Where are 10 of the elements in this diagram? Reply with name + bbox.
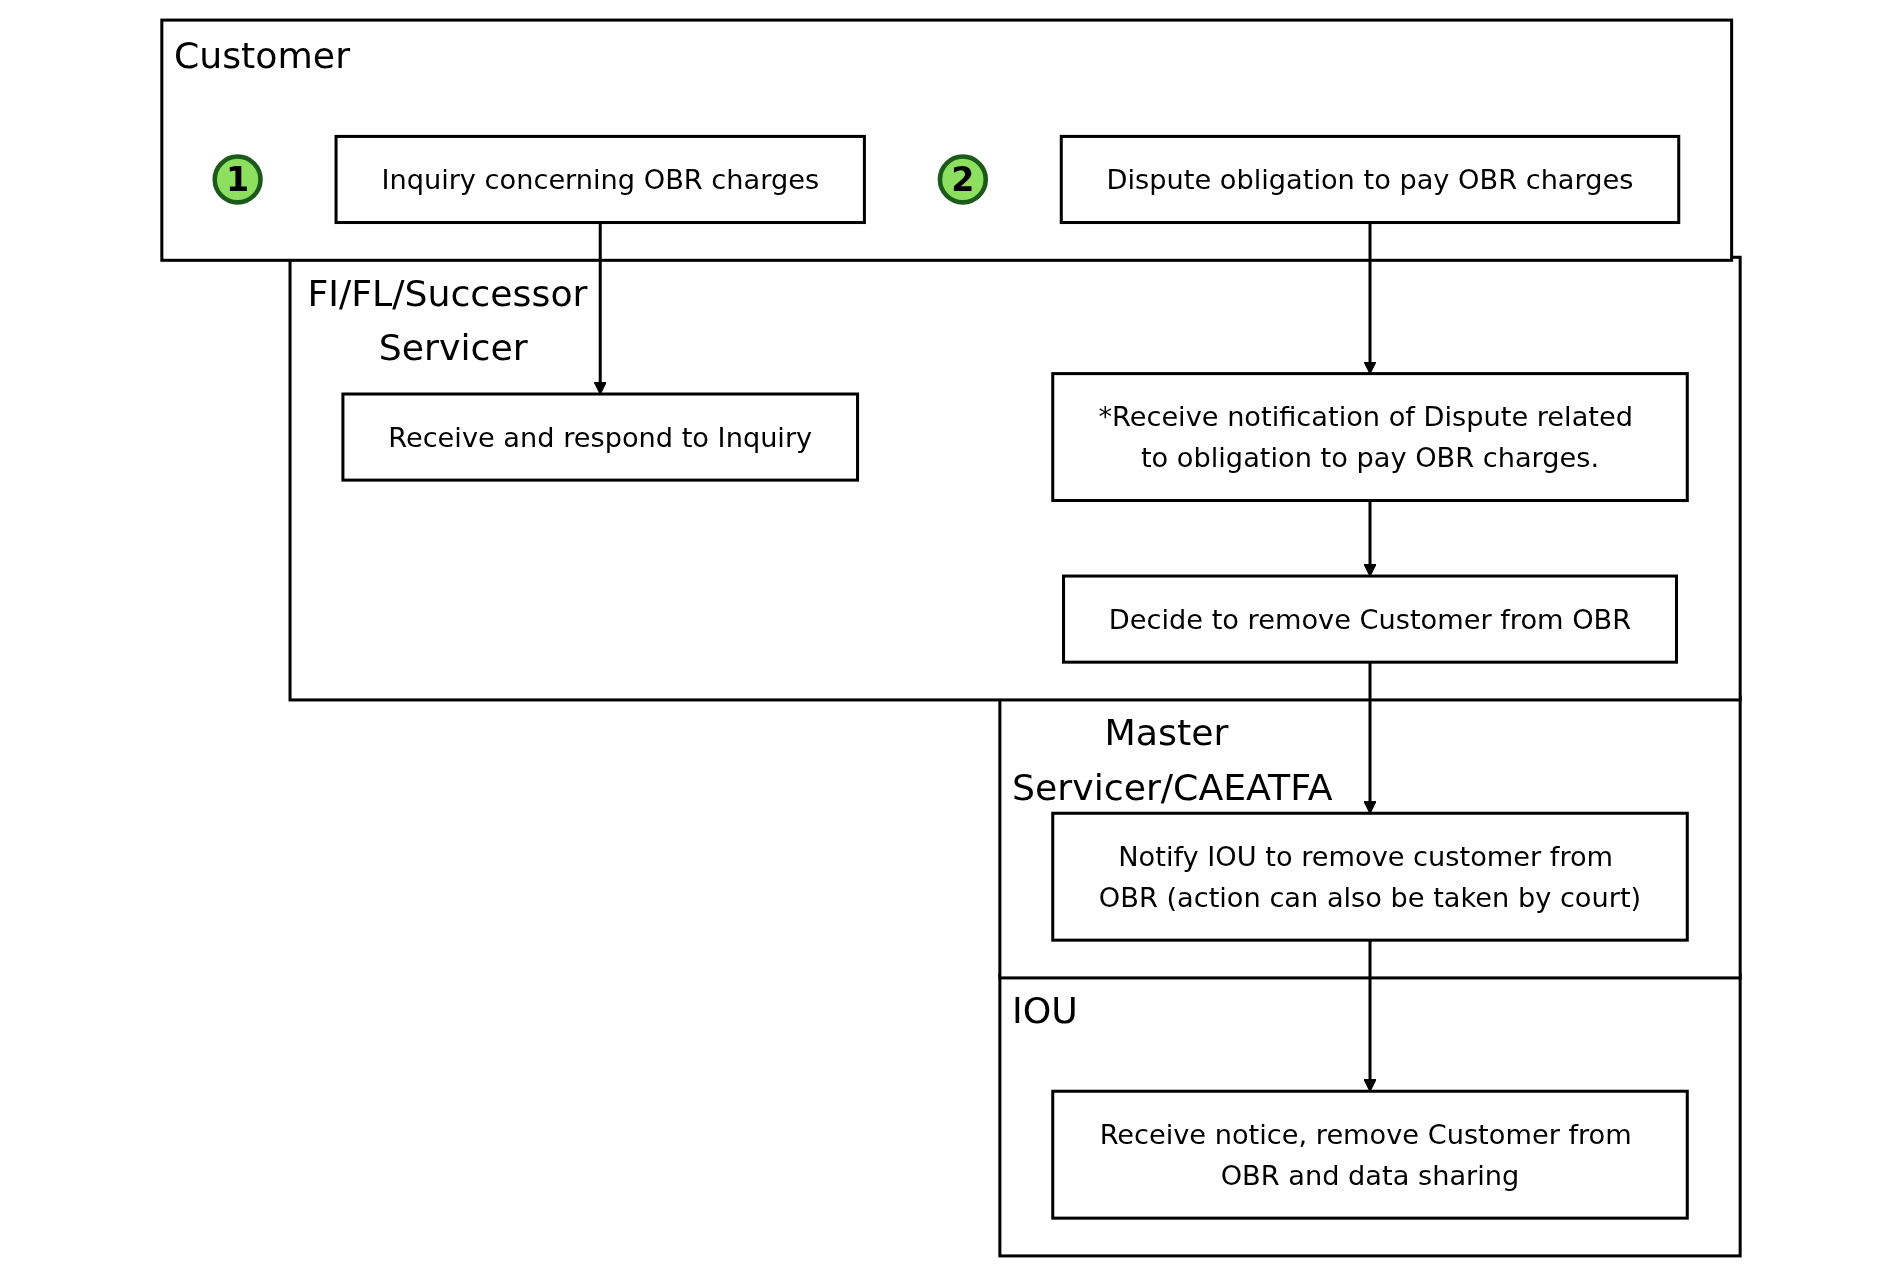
node-box: *Receive notification of Dispute related to obligation to pay OBR charges. xyxy=(1050,371,1689,502)
arrow xyxy=(1362,222,1377,374)
node-box: Decide to remove Customer from OBR xyxy=(1061,574,1678,664)
node-box: Receive and respond to Inquiry xyxy=(340,392,859,482)
node-box: Receive notice, remove Customer from OBR and data sharing xyxy=(1050,1089,1689,1220)
node-circle: 1 xyxy=(211,153,263,205)
node-box: Notify IOU to remove customer from OBR (action can also be taken by court) xyxy=(1050,811,1689,942)
node-box: Dispute obligation to pay OBR charges xyxy=(1059,134,1680,224)
node-box: Inquiry concerning OBR charges xyxy=(334,134,866,224)
node-circle: 2 xyxy=(937,153,988,205)
